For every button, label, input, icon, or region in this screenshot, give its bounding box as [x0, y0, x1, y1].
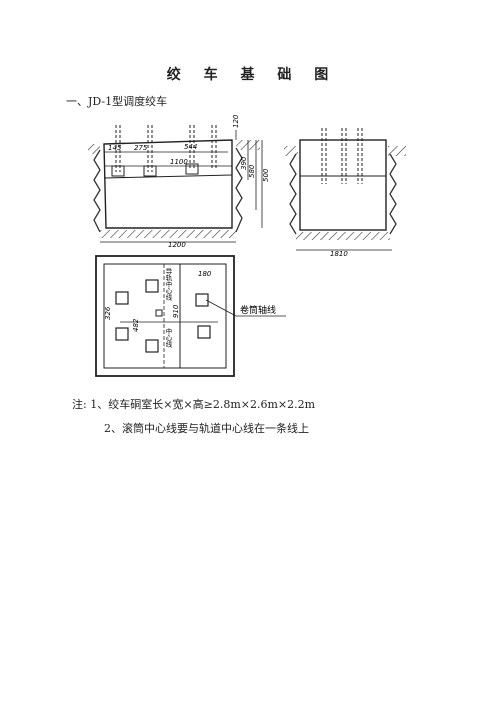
bolt-box: [185, 163, 199, 175]
ground-hatch: [284, 146, 298, 156]
plan-outer: [95, 255, 235, 377]
bolt-hole: [155, 309, 163, 317]
leader-line: [205, 299, 237, 317]
block-line: [103, 174, 233, 179]
soil-zigzag: [235, 147, 243, 233]
foundation-block: [299, 139, 387, 231]
dim-label: 120: [232, 114, 240, 128]
bolt-hole: [145, 339, 159, 353]
dim-label: 180: [198, 270, 212, 278]
note-item: 注: 1、绞车硐室长×宽×高≥2.8m×2.6m×2.2m: [72, 398, 316, 411]
bottom-hatch: [100, 230, 236, 238]
soil-zigzag: [93, 149, 101, 233]
front-elevation: 145 275 544 1100 1200 120 390 580 500: [88, 114, 270, 249]
dim-label: 390: [240, 156, 248, 170]
bolt-hole: [145, 279, 159, 293]
drum-axis-label: 卷筒轴线: [240, 304, 276, 316]
dim-label: 1810: [330, 250, 348, 258]
foundation-block: [103, 139, 233, 229]
anchor-bolts: [321, 128, 363, 184]
dim-label: 326: [104, 306, 112, 320]
plan-inner: [103, 263, 227, 369]
bolt-hole: [115, 327, 129, 341]
dim-label: 500: [262, 168, 270, 182]
dim-label: 482: [132, 318, 140, 332]
ground-hatch: [388, 146, 406, 156]
bolt-hole: [197, 325, 211, 339]
foundation-drawing: 145 275 544 1100 1200 120 390 580 500: [88, 114, 406, 377]
bolt-hole: [195, 293, 209, 307]
dim-label: 910: [172, 304, 180, 318]
side-elevation: 1810: [284, 128, 406, 258]
dim-label: 1100: [170, 158, 188, 166]
bolt-hole: [115, 291, 129, 305]
soil-zigzag: [389, 153, 397, 235]
note-item: 2、滚筒中心线要与轨道中心线在一条线上: [104, 422, 309, 435]
dim-label: 580: [248, 164, 256, 178]
vertical-label: 导轨中心线: [164, 268, 172, 301]
dim-label: 145: [108, 144, 122, 152]
soil-zigzag: [289, 153, 297, 235]
ground-hatch: [88, 144, 100, 154]
plan-view: 180 326 482 910 导轨中心线 中心线 卷筒轴线: [95, 255, 286, 377]
anchor-bolts: [115, 125, 217, 172]
bottom-hatch: [296, 232, 390, 240]
dim-label: 1200: [168, 241, 186, 249]
dim-label: 544: [184, 143, 197, 151]
section-heading: 一、JD-1型调度绞车: [66, 95, 168, 108]
page-title: 绞 车 基 础 图: [166, 67, 338, 83]
dim-label: 275: [134, 144, 148, 152]
center-line-label: 中心线: [164, 327, 172, 348]
